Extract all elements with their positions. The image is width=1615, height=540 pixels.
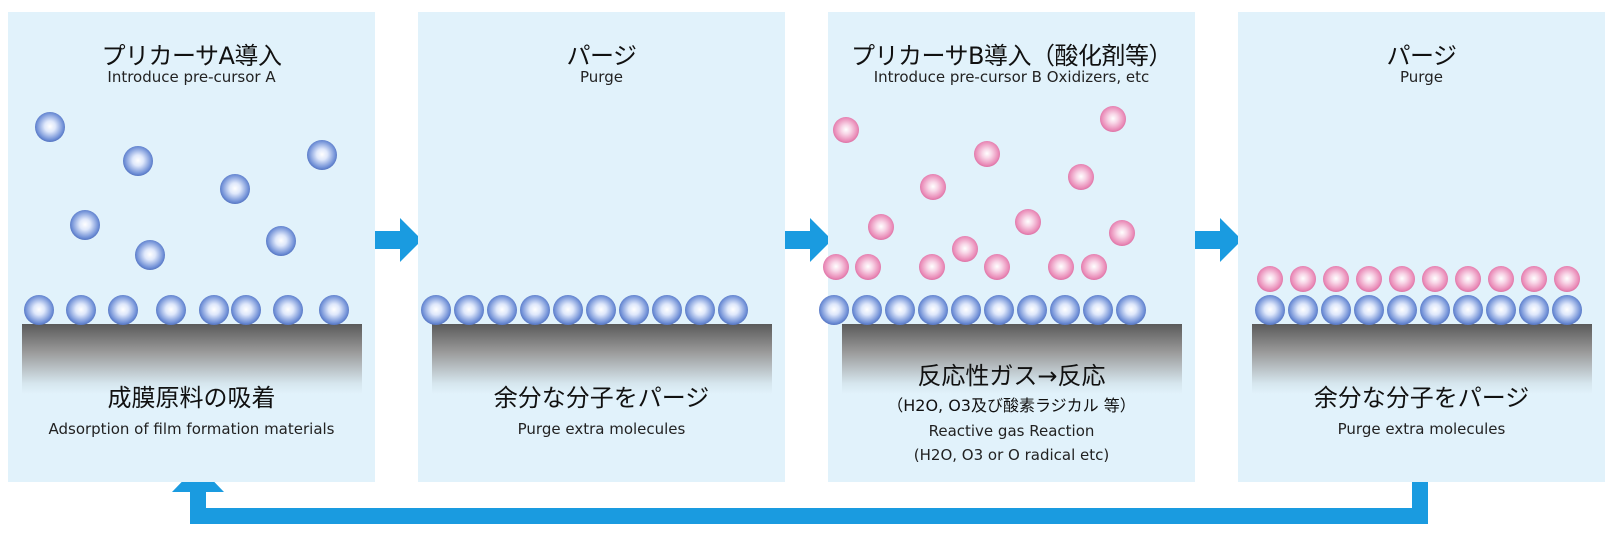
adsorbed-molecule — [24, 295, 54, 325]
step-arrow-3-to-4 — [1194, 218, 1242, 262]
adsorbed-molecule — [718, 295, 748, 325]
adsorbed-molecule — [273, 295, 303, 325]
adsorbed-molecule — [1050, 295, 1080, 325]
adsorbed-molecule — [819, 295, 849, 325]
precursor-a-molecule — [220, 174, 250, 204]
step-caption-jp: 余分な分子をパージ — [1313, 384, 1530, 412]
adsorbed-molecule — [685, 295, 715, 325]
adsorbed-molecule — [885, 295, 915, 325]
adsorbed-molecule — [918, 295, 948, 325]
precursor-a-molecule — [266, 226, 296, 256]
adsorbed-molecule — [319, 295, 349, 325]
adsorbed-molecule — [1116, 295, 1146, 325]
adsorbed-molecule — [1519, 295, 1549, 325]
step-caption-jp: 反応性ガス→反応 — [917, 362, 1106, 390]
adsorbed-molecule — [1255, 295, 1285, 325]
adsorbed-molecule — [1453, 295, 1483, 325]
step-caption-en: Adsorption of film formation materials — [48, 420, 335, 438]
adsorbed-molecule — [619, 295, 649, 325]
adsorbed-molecule — [231, 295, 261, 325]
adsorbed-molecule — [984, 295, 1014, 325]
precursor-b-molecule — [984, 254, 1010, 280]
adsorbed-molecule — [421, 295, 451, 325]
adsorbed-molecule — [852, 295, 882, 325]
reacted-molecule — [1323, 266, 1349, 292]
step-panel-purge-1: パージ Purge 余分な分子をパージ Purge extra molecule… — [418, 12, 785, 482]
adsorbed-molecule — [1321, 295, 1351, 325]
substrate — [842, 324, 1182, 394]
step-arrow-1-to-2 — [374, 218, 422, 262]
precursor-b-molecule — [1109, 220, 1135, 246]
adsorbed-molecule — [652, 295, 682, 325]
precursor-b-molecule — [974, 141, 1000, 167]
adsorbed-molecule — [199, 295, 229, 325]
step-title-en: Purge — [580, 68, 623, 86]
adsorbed-molecule — [520, 295, 550, 325]
step-title-en: Purge — [1400, 68, 1443, 86]
step-title-en: Introduce pre-cursor A — [107, 68, 276, 86]
adsorbed-molecule — [951, 295, 981, 325]
reacted-molecule — [1488, 266, 1514, 292]
adsorbed-molecule — [586, 295, 616, 325]
adsorbed-molecule — [156, 295, 186, 325]
adsorbed-molecule — [1387, 295, 1417, 325]
step-caption-jp: 余分な分子をパージ — [493, 384, 710, 412]
reacted-molecule — [1389, 266, 1415, 292]
precursor-b-molecule — [823, 254, 849, 280]
step-panel-purge-2: パージ Purge 余分な分子をパージ Purge extra molecule… — [1238, 12, 1605, 482]
precursor-b-molecule — [1081, 254, 1107, 280]
adsorbed-molecule — [108, 295, 138, 325]
precursor-a-molecule — [35, 112, 65, 142]
precursor-b-molecule — [855, 254, 881, 280]
adsorbed-molecule — [1552, 295, 1582, 325]
reacted-molecule — [1257, 266, 1283, 292]
adsorbed-molecule — [454, 295, 484, 325]
reacted-molecule — [1356, 266, 1382, 292]
precursor-a-molecule — [135, 240, 165, 270]
precursor-b-molecule — [1015, 209, 1041, 235]
precursor-a-molecule — [307, 140, 337, 170]
precursor-b-molecule — [1068, 164, 1094, 190]
reacted-molecule — [1521, 266, 1547, 292]
substrate — [432, 324, 772, 394]
step-title-jp: パージ — [566, 42, 637, 70]
precursor-b-molecule — [1100, 106, 1126, 132]
adsorbed-molecule — [66, 295, 96, 325]
adsorbed-molecule — [1486, 295, 1516, 325]
adsorbed-molecule — [1354, 295, 1384, 325]
precursor-b-molecule — [868, 214, 894, 240]
precursor-b-molecule — [833, 117, 859, 143]
step-caption-en-detail: (H2O, O3 or O radical etc) — [913, 446, 1110, 464]
step-caption-jp: 成膜原料の吸着 — [107, 384, 276, 412]
reacted-molecule — [1455, 266, 1481, 292]
adsorbed-molecule — [1017, 295, 1047, 325]
step-title-jp: パージ — [1386, 42, 1457, 70]
precursor-a-molecule — [70, 210, 100, 240]
step-panel-precursor-b: プリカーサB導入（酸化剤等） Introduce pre-cursor B Ox… — [819, 12, 1195, 482]
adsorbed-molecule — [1420, 295, 1450, 325]
substrate — [1252, 324, 1592, 394]
step-panel-precursor-a: プリカーサA導入 Introduce pre-cursor A 成膜原料の吸着 … — [8, 12, 375, 482]
step-caption-en: Reactive gas Reaction — [928, 422, 1095, 440]
adsorbed-molecule — [487, 295, 517, 325]
step-caption-jp-detail: （H2O, O3及び酸素ラジカル 等） — [887, 396, 1136, 415]
precursor-b-molecule — [919, 254, 945, 280]
reacted-molecule — [1422, 266, 1448, 292]
step-title-en: Introduce pre-cursor B Oxidizers, etc — [873, 68, 1150, 86]
step-title-jp: プリカーサA導入 — [101, 42, 282, 70]
reacted-molecule — [1554, 266, 1580, 292]
adsorbed-molecule — [553, 295, 583, 325]
precursor-a-molecule — [123, 146, 153, 176]
precursor-b-molecule — [952, 236, 978, 262]
step-caption-en: Purge extra molecules — [1337, 420, 1506, 438]
step-title-jp: プリカーサB導入（酸化剤等） — [851, 42, 1172, 70]
step-caption-en: Purge extra molecules — [517, 420, 686, 438]
substrate — [22, 324, 362, 394]
precursor-b-molecule — [920, 174, 946, 200]
step-arrow-2-to-3 — [784, 218, 832, 262]
precursor-b-molecule — [1048, 254, 1074, 280]
adsorbed-molecule — [1288, 295, 1318, 325]
adsorbed-molecule — [1083, 295, 1113, 325]
reacted-molecule — [1290, 266, 1316, 292]
